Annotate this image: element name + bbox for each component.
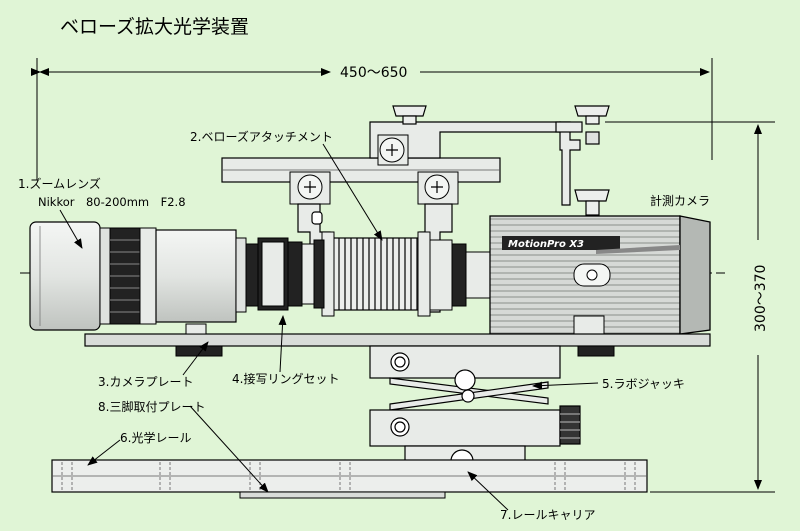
label-zoom-lens: 1.ズームレンズ	[18, 176, 101, 191]
screw-top	[377, 134, 409, 166]
label-measurement-camera: 計測カメラ	[650, 193, 710, 208]
camera-lens-mount	[429, 239, 491, 311]
upper-bracket	[369, 121, 583, 206]
leader-lines	[59, 143, 599, 511]
width-dimension-label: 450〜650	[340, 65, 407, 81]
screw-left	[289, 171, 331, 205]
optical-rail	[51, 459, 648, 499]
width-dimension	[31, 58, 713, 180]
label-optical-rail: 6.光学レール	[120, 430, 191, 445]
height-dimension	[605, 121, 775, 493]
camera-plate	[84, 323, 711, 357]
label-rail-carrier: 7.レールキャリア	[500, 508, 595, 522]
adjust-knob-left	[392, 105, 427, 125]
camera-brand-label: MotionPro X3	[508, 239, 584, 250]
extension-rings	[257, 237, 325, 311]
height-dimension-label: 300〜370	[753, 265, 769, 332]
label-lab-jack: 5.ラボジャッキ	[602, 377, 685, 391]
label-camera-plate: 3.カメラプレート	[98, 375, 193, 389]
label-bellows: 2.ベローズアタッチメント	[190, 129, 333, 144]
screw-right	[417, 171, 459, 205]
adjust-knob-camera	[574, 189, 610, 216]
label-extension-rings: 4.接写リングセット	[232, 371, 339, 386]
adjust-knob-right	[574, 105, 610, 145]
bellows	[321, 231, 431, 317]
label-zoom-lens-spec: Nikkor 80-200mm F2.8	[38, 195, 186, 209]
zoom-lens	[29, 221, 261, 331]
diagram-title: ベローズ拡大光学装置	[60, 16, 249, 38]
lab-jack	[369, 345, 581, 447]
measurement-camera: MotionPro X3	[489, 215, 711, 335]
label-tripod-plate: 8.三脚取付プレート	[98, 399, 205, 414]
